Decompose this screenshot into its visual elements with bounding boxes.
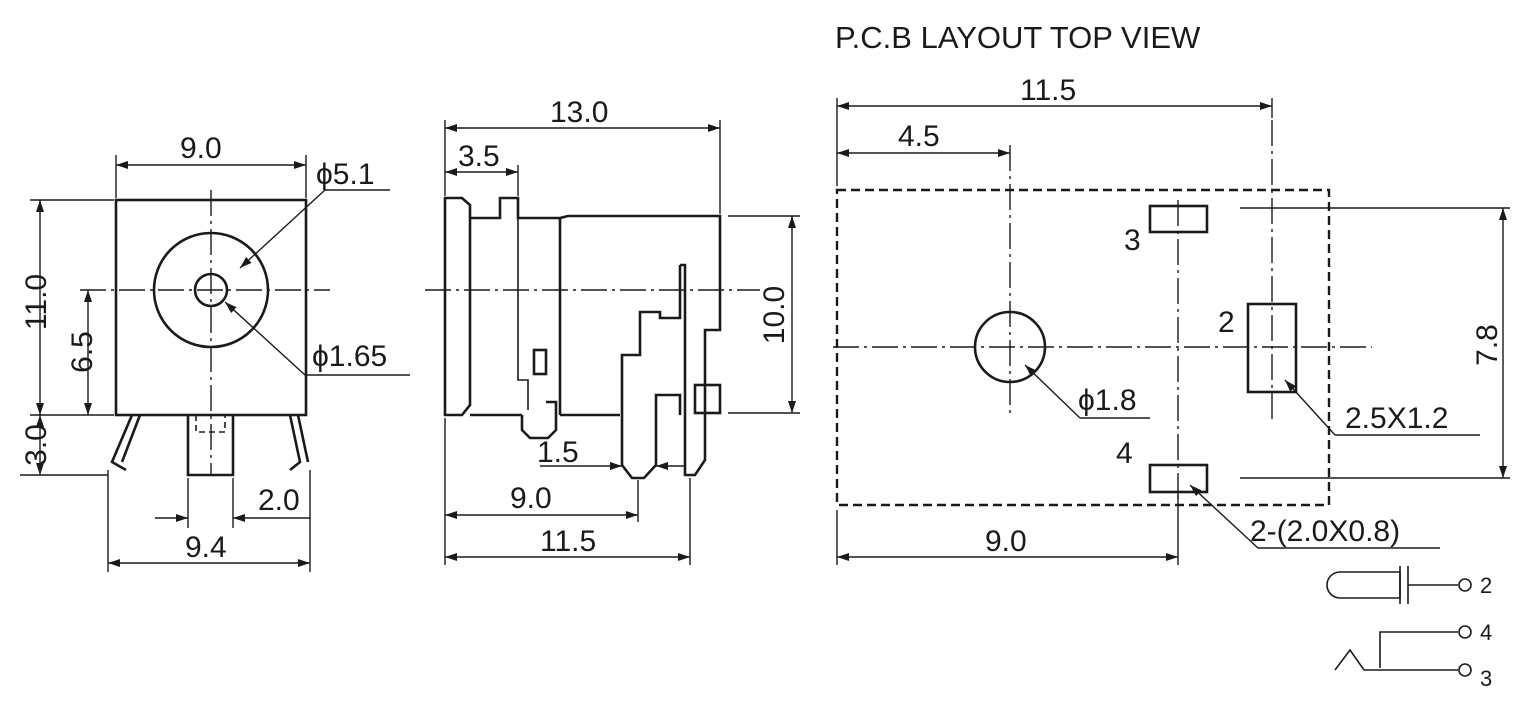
side-rear-tab: [693, 383, 722, 415]
front-left-pin: [110, 414, 142, 472]
side-body-rear: [559, 214, 722, 477]
side-height-label: 10.0: [758, 286, 791, 344]
pcb-height-label: 7.8: [1471, 324, 1504, 366]
pcb-pad-2: [1246, 302, 1298, 394]
side-pin-offset-label: 1.5: [537, 436, 579, 469]
pcb-pads34-size-label: 2-(2.0X0.8): [1250, 515, 1400, 548]
front-view: 9.0 ϕ5.1 ϕ1.65 11.0 6.5 3.0 2.0 9.4: [20, 132, 410, 572]
front-center-pin-hidden: [195, 415, 226, 433]
side-view: 13.0 3.5 10.0 1.5 9.0 11.5: [425, 96, 800, 565]
side-pin-distance-b-label: 11.5: [540, 525, 596, 558]
side-flange: [443, 196, 472, 417]
pcb-hole-offset-label: 4.5: [898, 120, 940, 153]
schematic-pin4-label: 4: [1480, 620, 1492, 645]
pcb-hole-diameter-label: ϕ1.8: [1078, 384, 1137, 417]
schematic-plug-symbol: [1326, 571, 1401, 599]
schematic-pin3-label: 3: [1480, 666, 1492, 691]
pcb-pad-3: [1148, 204, 1209, 234]
schematic-pin4-terminal: [1458, 625, 1472, 639]
front-height-label: 11.0: [20, 274, 53, 330]
side-shell-right: [620, 265, 682, 480]
side-shell-inner: [517, 218, 529, 410]
drawing-title: P.C.B LAYOUT TOP VIEW: [835, 20, 1201, 55]
front-center-pin: [186, 415, 235, 477]
side-front-pin: [520, 400, 558, 440]
front-center-height-label: 6.5: [66, 331, 99, 373]
schematic-pin2-terminal: [1458, 578, 1472, 592]
schematic-pin2-label: 2: [1480, 573, 1492, 598]
side-body-neck: [470, 196, 560, 220]
front-pin-length-label: 3.0: [20, 424, 53, 466]
jack-schematic: 2 4 3: [1326, 566, 1492, 691]
front-base-width-label: 9.4: [185, 531, 227, 564]
schematic-pin4-wire: [1379, 631, 1458, 668]
front-inner-diameter-label: ϕ1.65: [312, 340, 387, 373]
schematic-pin3-terminal: [1458, 663, 1472, 677]
pcb-pad-4: [1148, 463, 1209, 494]
schematic-pin3-wire: [1334, 648, 1458, 671]
front-outer-diameter-label: ϕ5.1: [316, 158, 375, 191]
side-flange-label: 3.5: [458, 140, 500, 173]
side-pin-distance-a-label: 9.0: [510, 482, 552, 515]
pcb-overall-width-label: 11.5: [1020, 74, 1076, 107]
pcb-pad-3-label: 3: [1124, 224, 1141, 257]
front-right-pin: [288, 414, 310, 472]
front-width-label: 9.0: [180, 132, 222, 165]
side-length-label: 13.0: [550, 96, 608, 129]
pcb-pad-4-label: 4: [1116, 437, 1133, 470]
pcb-layout: 3 2 4 11.5 4.5 7.8 9.0 ϕ1.8 2.5X1.: [833, 74, 1510, 565]
pcb-pad2-size-label: 2.5X1.2: [1345, 402, 1448, 435]
front-pin-spacing-label: 2.0: [258, 484, 300, 517]
side-slot: [532, 348, 548, 376]
pcb-pin-distance-label: 9.0: [985, 525, 1027, 558]
pcb-pad-2-label: 2: [1218, 306, 1235, 339]
pcb-center-hole: [973, 310, 1047, 384]
